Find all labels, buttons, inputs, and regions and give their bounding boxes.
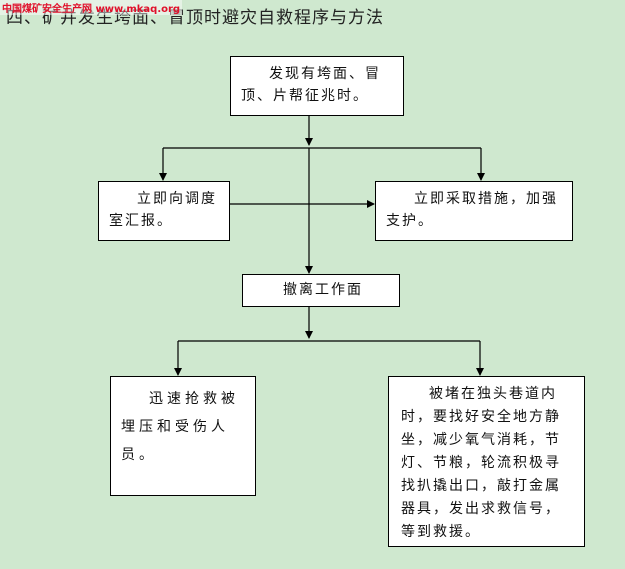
node-rescue-text: 迅速抢救被埋压和受伤人员。	[121, 391, 239, 463]
node-reinforce-support: 立即采取措施，加强支护。	[375, 181, 573, 241]
node-detect-text: 发现有垮面、冒顶、片帮征兆时。	[241, 66, 381, 104]
site-watermark: 中国煤矿安全生产网 www.mkaq.org	[0, 0, 183, 15]
page-title: 四、矿井发生垮面、冒顶时避灾自救程序与方法	[6, 8, 384, 28]
node-report-dispatch: 立即向调度室汇报。	[98, 181, 230, 241]
node-rescue-injured: 迅速抢救被埋压和受伤人员。	[110, 376, 256, 496]
node-evacuate-face: 撤离工作面	[242, 274, 400, 307]
node-detect-signs: 发现有垮面、冒顶、片帮征兆时。	[230, 56, 404, 116]
node-trapped-procedure: 被堵在独头巷道内时，要找好安全地方静坐，减少氧气消耗，节灯、节粮，轮流积极寻找扒…	[388, 376, 585, 547]
node-trapped-text: 被堵在独头巷道内时，要找好安全地方静坐，减少氧气消耗，节灯、节粮，轮流积极寻找扒…	[401, 386, 561, 540]
node-support-text: 立即采取措施，加强支护。	[386, 191, 558, 229]
node-evacuate-text: 撤离工作面	[283, 282, 363, 298]
node-report-text: 立即向调度室汇报。	[109, 191, 217, 229]
